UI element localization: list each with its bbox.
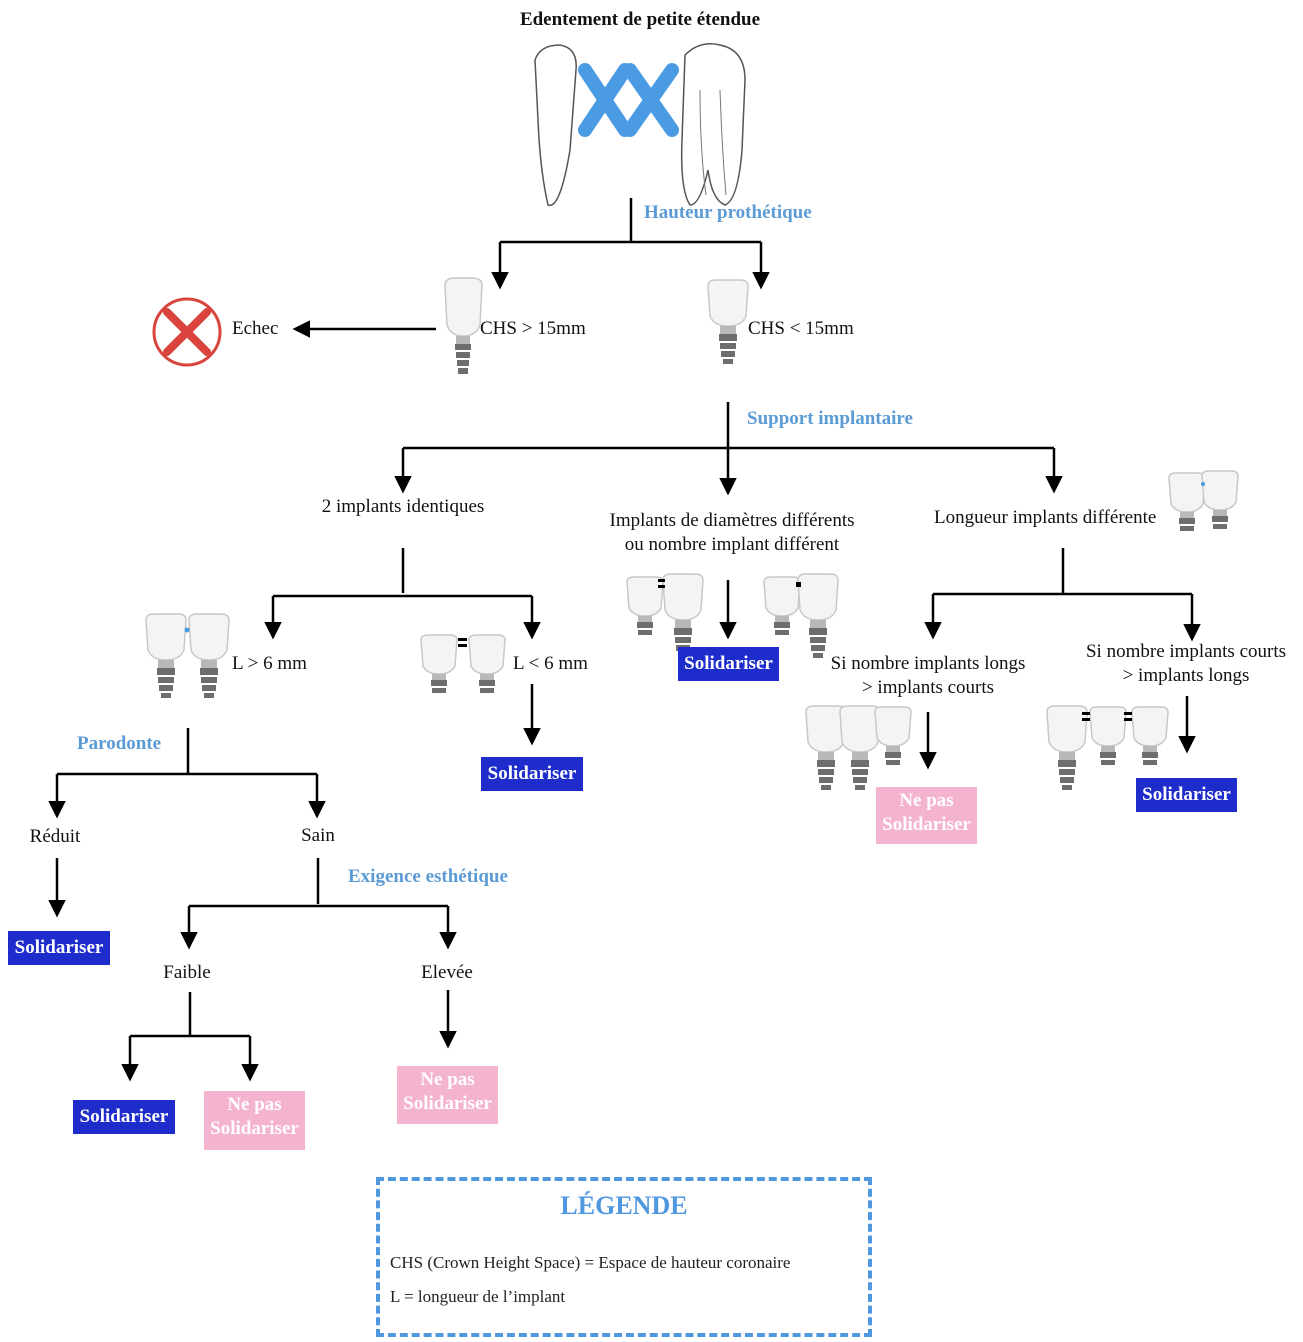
node-elevee: Elevée (421, 962, 473, 983)
legend-line-l: L = longueur de l’implant (390, 1287, 566, 1306)
implants-diameter-icon (626, 573, 704, 659)
implants-long-majority-icon (805, 705, 912, 791)
node-length-different: Longueur implants différente (934, 507, 1157, 528)
node-chs-high: CHS > 15mm (480, 318, 586, 339)
implants-number-icon (763, 573, 839, 659)
label-hauteur-prothetique: Hauteur prothétique (644, 202, 812, 223)
node-echec: Echec (232, 318, 279, 339)
failure-cross-icon (152, 297, 222, 367)
node-diameter-line2: ou nombre implant différent (624, 534, 840, 555)
implants-length-icon (1168, 470, 1239, 532)
legend-line-chs: CHS (Crown Height Space) = Espace de hau… (390, 1253, 791, 1272)
outcome-solidariser: Solidariser (73, 1100, 175, 1134)
outcome-ne-pas-line1: Ne pas (899, 790, 954, 811)
node-diameter-line1: Implants de diamètres différents (609, 510, 855, 531)
legend-box: LÉGENDE CHS (Crown Height Space) = Espac… (376, 1177, 872, 1337)
outcome-ne-pas-line1: Ne pas (227, 1094, 282, 1115)
implants-identical-long-icon (145, 613, 230, 699)
outcome-ne-pas-line2: Solidariser (403, 1093, 492, 1114)
node-courts-line2: > implants longs (1122, 665, 1250, 686)
connectors (48, 198, 1201, 1082)
node-faible: Faible (163, 962, 211, 983)
node-longs-line1: Si nombre implants longs (830, 653, 1026, 674)
node-courts-line1: Si nombre implants courts (1085, 641, 1287, 662)
missing-teeth-mark (578, 63, 679, 137)
implant-chs-low-icon (707, 279, 749, 365)
outcome-solidariser: Solidariser (1136, 778, 1237, 812)
node-l-gt-6: L > 6 mm (232, 653, 307, 674)
node-chs-low: CHS < 15mm (748, 318, 854, 339)
diagram-title: Edentement de petite étendue (519, 9, 761, 30)
node-longs-line2: > implants courts (861, 677, 995, 698)
node-reduit: Réduit (29, 826, 81, 847)
implants-identical-short-icon (420, 634, 506, 694)
node-sain: Sain (301, 825, 335, 846)
tooth-illustration (534, 43, 746, 207)
outcome-ne-pas-line1: Ne pas (420, 1069, 475, 1090)
outcome-ne-pas-solidariser: Ne pas Solidariser (876, 787, 977, 844)
label-support-implantaire: Support implantaire (747, 408, 913, 429)
outcome-solidariser: Solidariser (678, 647, 779, 681)
outcome-ne-pas-line2: Solidariser (210, 1118, 299, 1139)
outcome-solidariser: Solidariser (481, 757, 583, 791)
label-exigence-esthetique: Exigence esthétique (348, 866, 508, 887)
label-parodonte: Parodonte (77, 733, 162, 754)
outcome-ne-pas-line2: Solidariser (882, 814, 971, 835)
node-identical-implants: 2 implants identiques (321, 496, 485, 517)
implants-short-majority-icon (1046, 705, 1169, 791)
node-l-lt-6: L < 6 mm (513, 653, 588, 674)
implant-chs-high-icon (444, 277, 483, 374)
outcome-ne-pas-solidariser: Ne pas Solidariser (397, 1066, 498, 1124)
legend-title: LÉGENDE (560, 1191, 688, 1220)
outcome-ne-pas-solidariser: Ne pas Solidariser (204, 1091, 305, 1150)
outcome-solidariser: Solidariser (8, 931, 110, 965)
